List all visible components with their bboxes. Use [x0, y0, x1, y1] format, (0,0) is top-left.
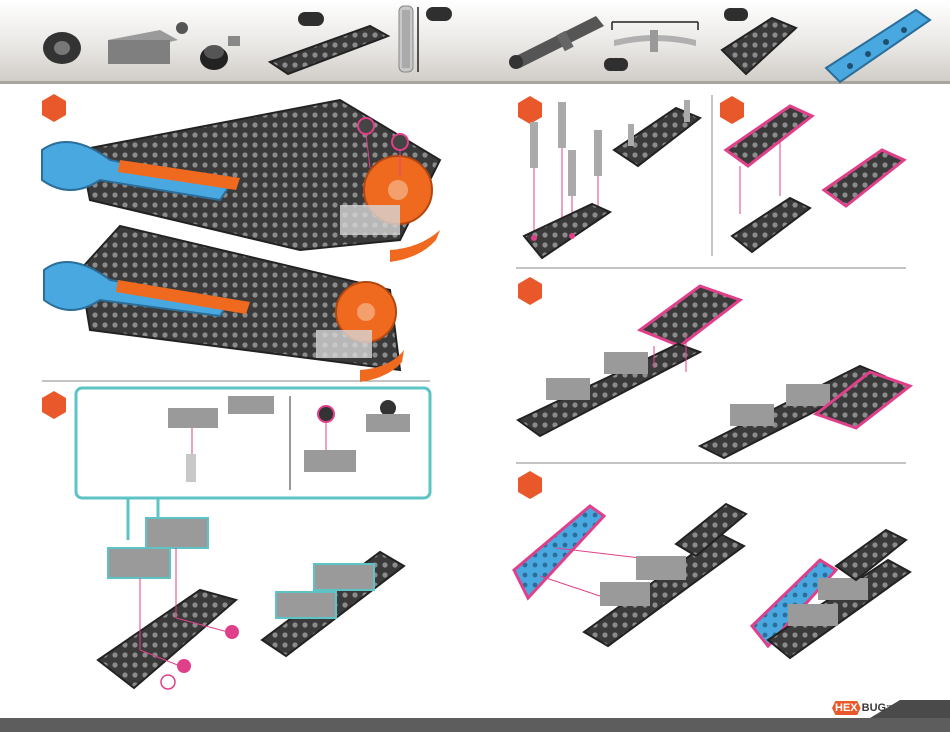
- quantity-pill: [298, 12, 324, 26]
- assembly-view-bottom: [44, 226, 404, 382]
- step-badge: [42, 391, 66, 419]
- motor-block-icon: [108, 22, 188, 64]
- axle-pin-icon: [509, 16, 604, 69]
- quantity-pill: [426, 7, 452, 21]
- plate-with-motors: [98, 518, 239, 689]
- link-strip-icon: [612, 22, 698, 52]
- blue-panel-result: [752, 530, 910, 658]
- callout-parts: [168, 396, 410, 482]
- pin-connector-icon: [399, 6, 413, 72]
- blue-plate-icon: [826, 10, 930, 82]
- logo-bug: BUG: [862, 702, 886, 714]
- cap-plate-result: [824, 150, 904, 206]
- step-badge: [518, 277, 542, 305]
- cap-nut-icon: [200, 36, 240, 70]
- logo-hex: HEX: [832, 701, 861, 715]
- round-nut-icon: [43, 32, 81, 64]
- footer-bar: [0, 718, 950, 732]
- quantity-pill: [604, 58, 628, 71]
- short-beam-icon: [722, 18, 796, 74]
- block-on-plate-result: [700, 366, 910, 458]
- pins-on-plate-result: [614, 100, 700, 166]
- quantity-pill: [724, 8, 748, 21]
- logo-trademark: ™: [886, 705, 892, 711]
- cap-plate-onto-pins: [726, 106, 812, 252]
- block-onto-plate: [518, 286, 740, 436]
- pins-onto-plate: [524, 102, 610, 258]
- blue-panel-attach: [514, 504, 746, 646]
- long-beam-icon: [270, 26, 388, 74]
- plate-with-motors-result: [262, 552, 404, 656]
- step-badge: [518, 96, 542, 124]
- step-badge: [518, 471, 542, 499]
- step-badge: [720, 96, 744, 124]
- assembly-view-top: [42, 100, 440, 262]
- step-badge: [42, 94, 66, 122]
